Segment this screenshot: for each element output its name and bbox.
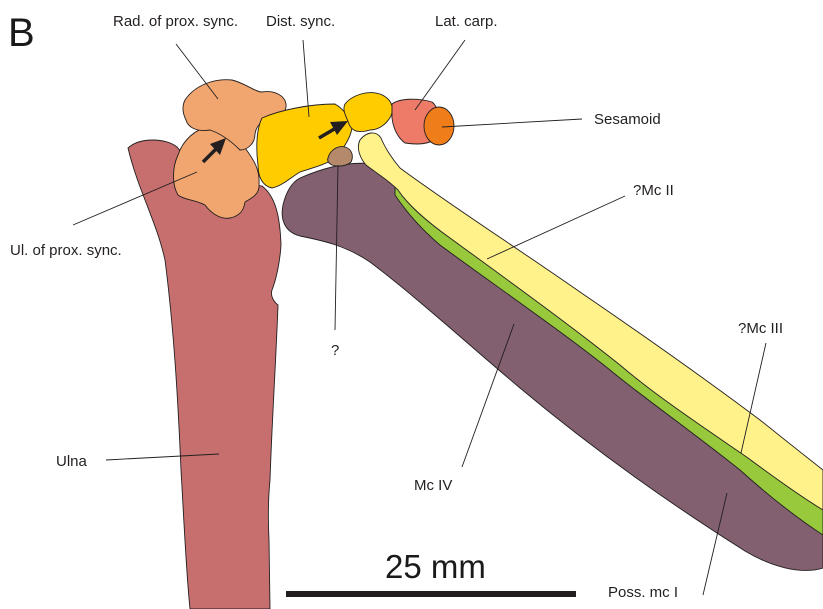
sesamoid-bone (424, 107, 454, 145)
label-lat-carp: Lat. carp. (435, 13, 498, 30)
mc-iv-bone (282, 163, 823, 570)
label-ul-prox-sync: Ul. of prox. sync. (10, 242, 122, 259)
scale-bar-label: 25 mm (385, 548, 486, 585)
label-rad-prox-sync: Rad. of prox. sync. (113, 13, 238, 30)
ulna-bone (128, 140, 281, 609)
dist-sync-small-bone (344, 93, 392, 132)
leader-line (415, 40, 465, 110)
label-poss-mc-i: Poss. mc I (608, 584, 678, 601)
leader-line (487, 196, 625, 259)
label-mc-iii: ?Mc III (738, 320, 783, 337)
label-mc-iv: Mc IV (414, 477, 452, 494)
label-sesamoid: Sesamoid (594, 111, 661, 128)
label-question: ? (331, 342, 339, 359)
leader-line (442, 119, 582, 127)
label-ulna: Ulna (56, 453, 88, 470)
label-mc-ii: ?Mc II (633, 182, 674, 199)
panel-letter: B (8, 11, 35, 55)
leader-line (303, 40, 309, 117)
label-dist-sync: Dist. sync. (266, 13, 335, 30)
